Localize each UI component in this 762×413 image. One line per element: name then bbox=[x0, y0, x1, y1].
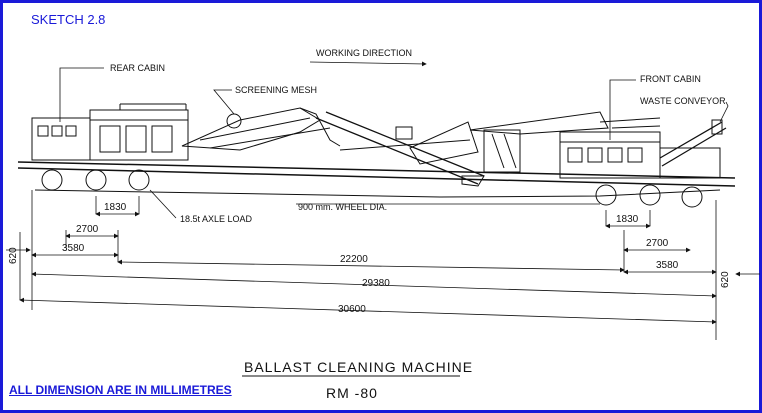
label-rear-cabin: REAR CABIN bbox=[110, 63, 165, 73]
label-waste-conveyor: WASTE CONVEYOR bbox=[640, 96, 726, 106]
dim-rear-axle-pitch: 1830 bbox=[104, 202, 127, 213]
dimension-lines bbox=[6, 190, 760, 340]
dim-left-height: 620 bbox=[8, 247, 19, 264]
excavating-chain bbox=[315, 111, 485, 187]
conveyors bbox=[339, 121, 479, 165]
dim-front-overhang-3580: 3580 bbox=[656, 260, 679, 271]
machine-title: BALLAST CLEANING MACHINE bbox=[244, 359, 473, 375]
sketch-title: SKETCH 2.8 bbox=[31, 12, 106, 27]
dim-buffer-span: 29380 bbox=[362, 278, 390, 289]
machine-body bbox=[17, 103, 736, 208]
dim-right-height: 620 bbox=[720, 271, 731, 288]
rear-cabin bbox=[31, 103, 189, 161]
dim-front-bogie-2700: 2700 bbox=[646, 238, 669, 249]
label-screening-mesh: SCREENING MESH bbox=[235, 85, 317, 95]
front-bogie bbox=[595, 184, 703, 208]
label-wheel-dia: 900 mm. WHEEL DIA. bbox=[298, 202, 387, 212]
dim-bogie-centres: 22200 bbox=[340, 254, 368, 265]
dim-overall-length: 30600 bbox=[338, 304, 366, 315]
label-working-direction: WORKING DIRECTION bbox=[316, 48, 412, 58]
label-front-cabin: FRONT CABIN bbox=[640, 74, 701, 84]
screening-unit bbox=[181, 107, 341, 151]
rear-bogie bbox=[41, 169, 150, 191]
front-cabin bbox=[469, 111, 661, 179]
dim-rear-overhang-3580: 3580 bbox=[62, 243, 85, 254]
label-axle-load: 18.5t AXLE LOAD bbox=[180, 214, 253, 224]
dimension-footnote: ALL DIMENSION ARE IN MILLIMETRES bbox=[9, 383, 232, 397]
dim-rear-bogie-2700: 2700 bbox=[76, 224, 99, 235]
waste-conveyor bbox=[659, 119, 727, 179]
dim-front-axle-pitch: 1830 bbox=[616, 214, 639, 225]
label-leaders bbox=[59, 61, 729, 219]
machine-model: RM -80 bbox=[326, 385, 378, 401]
